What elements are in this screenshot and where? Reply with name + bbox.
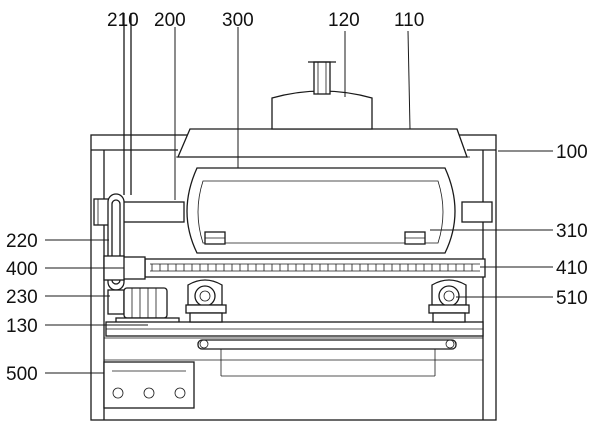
work-platform — [105, 321, 484, 337]
label-310: 310 — [556, 221, 588, 242]
label-220: 220 — [6, 231, 38, 252]
roller-unit-left — [185, 279, 227, 323]
label-510: 510 — [556, 288, 588, 309]
label-210: 210 — [107, 10, 139, 31]
vertical-drive-belt — [107, 13, 132, 291]
top-cap-assembly — [271, 61, 373, 130]
label-400: 400 — [6, 259, 38, 280]
label-410: 410 — [556, 258, 588, 279]
label-100: 100 — [556, 142, 588, 163]
label-200: 200 — [154, 10, 186, 31]
drive-motor — [107, 287, 180, 326]
label-120: 120 — [328, 10, 360, 31]
control-box — [103, 361, 195, 409]
label-130: 130 — [6, 316, 38, 337]
leader-lines — [45, 27, 553, 374]
part-labels: 210 200 300 120 110 100 310 410 510 220 … — [6, 10, 588, 385]
label-500: 500 — [6, 364, 38, 385]
rotating-drum — [186, 167, 456, 254]
guide-rail — [103, 255, 486, 281]
top-hood — [176, 128, 470, 158]
label-230: 230 — [6, 287, 38, 308]
label-300: 300 — [222, 10, 254, 31]
label-110: 110 — [394, 10, 424, 31]
roller-unit-right — [428, 279, 470, 323]
lower-drive — [197, 339, 457, 377]
